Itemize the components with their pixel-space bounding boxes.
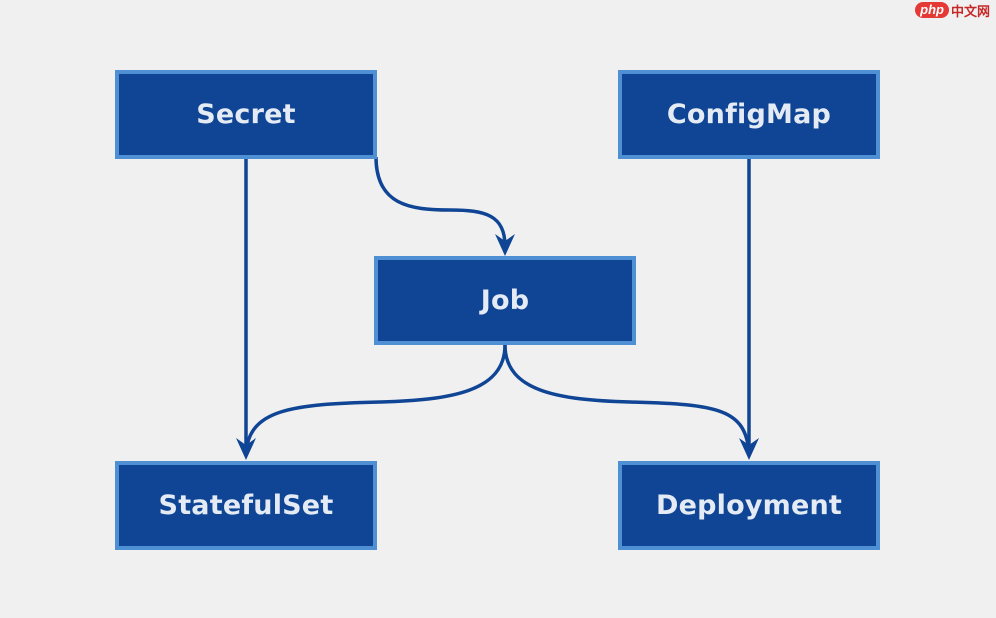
- node-deployment-label: Deployment: [655, 490, 843, 521]
- node-statefulset: StatefulSet: [115, 461, 377, 550]
- edge-job-to-deployment: [503, 344, 751, 453]
- edge-job-to-statefulset: [244, 344, 507, 453]
- node-configmap: ConfigMap: [618, 70, 880, 159]
- node-job-label: Job: [480, 285, 530, 316]
- edge-secret-to-job: [374, 156, 507, 247]
- watermark-logo: php: [915, 2, 949, 18]
- node-statefulset-label: StatefulSet: [158, 490, 334, 521]
- node-deployment: Deployment: [618, 461, 880, 550]
- watermark: php 中文网: [915, 0, 990, 20]
- node-job: Job: [374, 256, 636, 345]
- node-secret-label: Secret: [196, 99, 296, 130]
- node-configmap-label: ConfigMap: [666, 99, 832, 130]
- watermark-text: 中文网: [950, 4, 990, 20]
- node-secret: Secret: [115, 70, 377, 159]
- arrowhead-secret-to-job: [495, 234, 515, 256]
